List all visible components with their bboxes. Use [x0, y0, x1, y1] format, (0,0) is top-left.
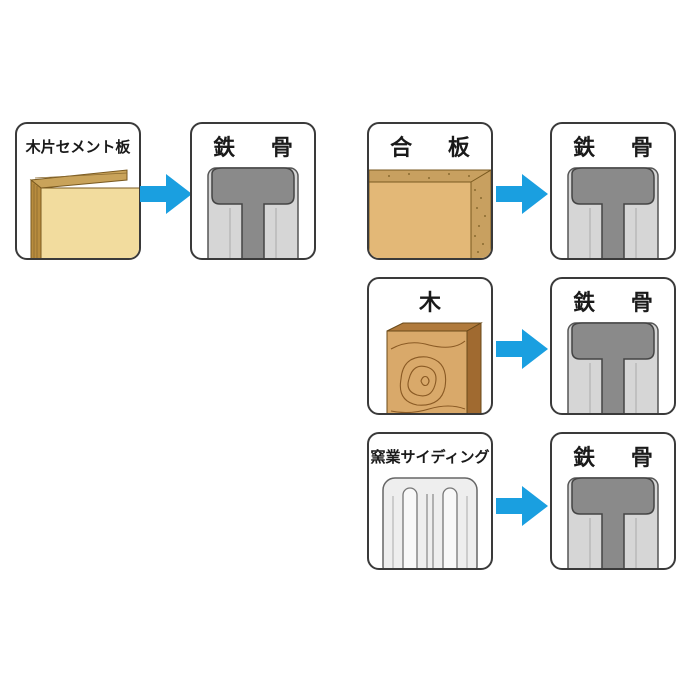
source-label: 合 板 — [390, 136, 484, 161]
steel-frame-icon — [207, 167, 299, 258]
steel-frame-icon — [567, 167, 659, 258]
target-card-steel-3: 鉄 骨 — [550, 277, 676, 415]
source-label: 窯業サイディング — [370, 448, 490, 466]
plywood-icon — [369, 169, 491, 258]
arrow-icon — [496, 329, 548, 369]
arrow-icon — [140, 174, 192, 214]
arrow-icon — [496, 486, 548, 526]
source-label: 木片セメント板 — [25, 138, 131, 156]
target-card-steel-1: 鉄 骨 — [190, 122, 316, 260]
steel-frame-icon — [567, 477, 659, 568]
target-label: 鉄 骨 — [573, 446, 667, 471]
source-card-plywood: 合 板 — [367, 122, 493, 260]
target-card-steel-4: 鉄 骨 — [550, 432, 676, 570]
target-label: 鉄 骨 — [573, 136, 667, 161]
steel-frame-icon — [567, 322, 659, 413]
source-label: 木 — [418, 291, 455, 316]
target-card-steel-2: 鉄 骨 — [550, 122, 676, 260]
wood-block-icon — [386, 322, 483, 413]
target-label: 鉄 骨 — [573, 291, 667, 316]
ceramic-siding-icon — [382, 477, 478, 568]
source-card-wood: 木 — [367, 277, 493, 415]
source-card-cement-board: 木片セメント板 — [15, 122, 141, 260]
source-card-ceramic-siding: 窯業サイディング — [367, 432, 493, 570]
target-label: 鉄 骨 — [213, 136, 307, 161]
arrow-icon — [496, 174, 548, 214]
cement-board-icon — [29, 169, 139, 258]
